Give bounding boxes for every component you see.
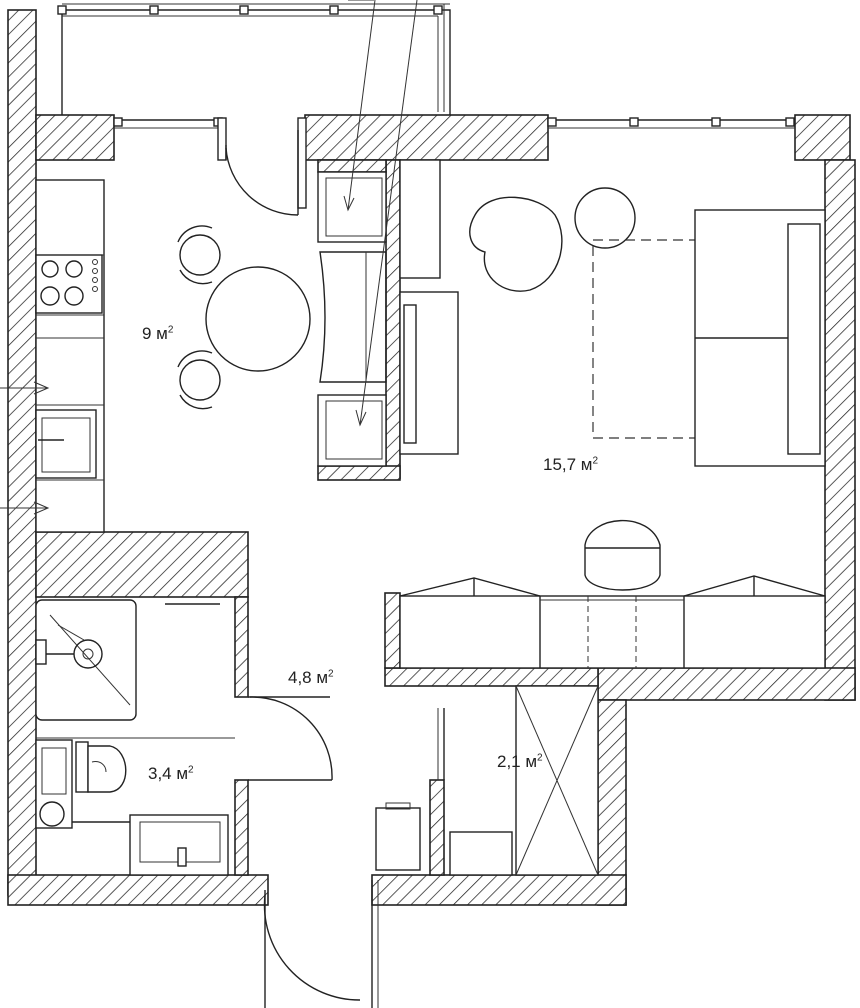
tv-icon [403,304,417,444]
room-area-bath: 3,4 м2 [148,764,194,783]
stove-icon [35,254,103,314]
chair-icon [177,350,221,410]
washing-machine-icon [35,739,73,829]
chair-icon [177,225,221,285]
bathroom-sink-icon [129,814,229,876]
room-area-living: 15,7 м2 [543,455,599,474]
kitchen-sink-icon [35,409,97,479]
sofa-icon [694,209,826,467]
dining-table [205,266,311,372]
walls [7,9,856,906]
room-area-kitchen: 9 м2 [142,324,174,343]
office-chair-icon [584,519,661,591]
kitchen [0,179,311,533]
armchair-icon [469,196,563,292]
desk-storage [399,575,826,669]
side-table [574,187,636,249]
toilet-icon [75,741,127,793]
doors [248,696,445,1008]
balcony [57,3,451,115]
balcony-door [225,130,299,216]
boiler-icon [375,802,421,871]
room-area-hall: 4,8 м2 [288,668,334,687]
bathroom [35,599,235,876]
room-area-storage: 2,1 м2 [497,752,543,771]
shower-icon [35,599,137,721]
partition-cabinets [317,0,418,467]
living-room [399,159,826,669]
storage-room [375,685,599,876]
